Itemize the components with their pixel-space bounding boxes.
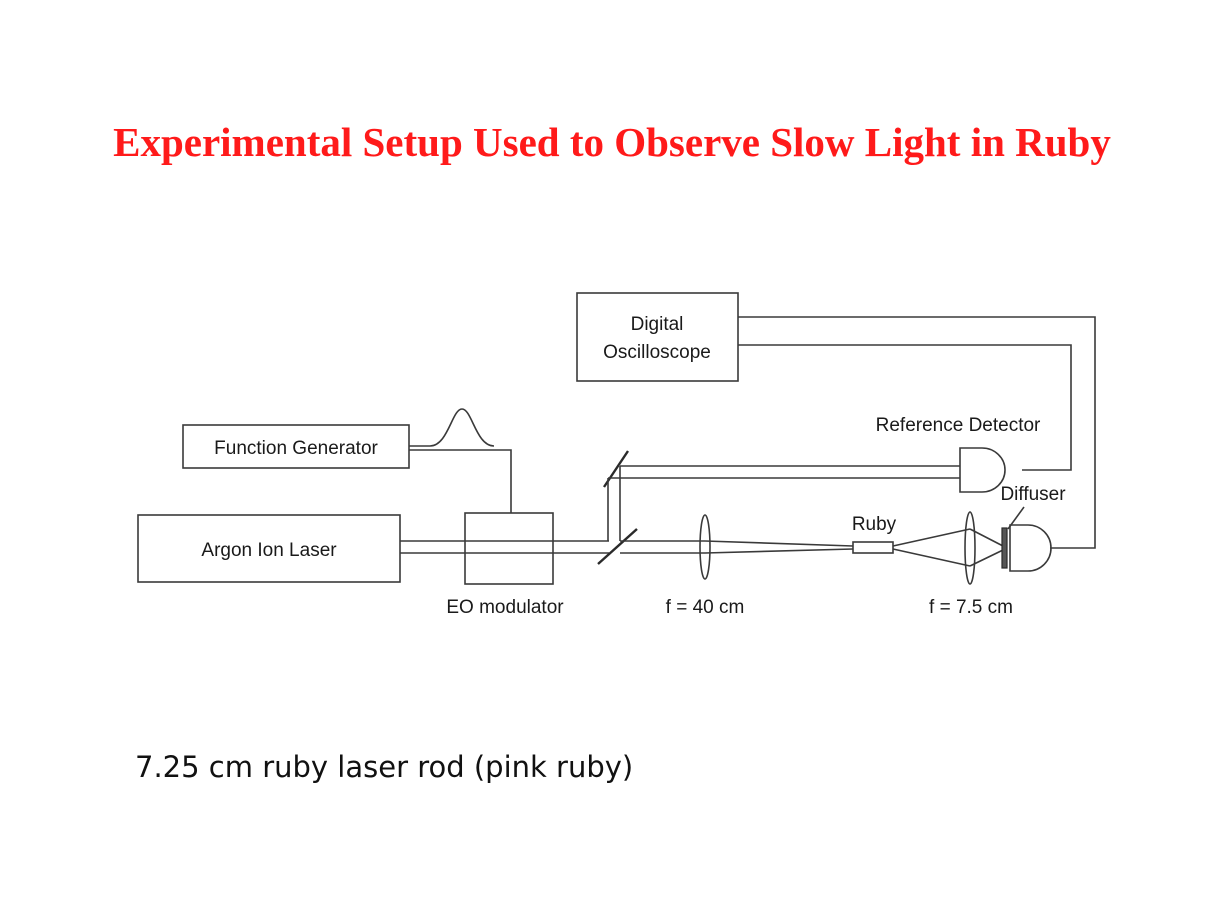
- beam-splitter: [597, 450, 960, 565]
- ruby-rod: [852, 541, 894, 554]
- lens-40cm-shape: [699, 514, 711, 580]
- oscilloscope-cables: [738, 316, 1096, 549]
- slide-title: Experimental Setup Used to Observe Slow …: [113, 119, 1111, 165]
- argon-laser-box: [137, 514, 401, 583]
- oscilloscope-label-line1: Digital: [631, 314, 684, 335]
- reference-detector-shape: [959, 447, 1006, 493]
- reference-detector-cable: [738, 344, 1072, 471]
- signal-detector-cable: [738, 316, 1096, 549]
- focused-beam: [704, 540, 854, 554]
- eo-modulator: EO modulator: [446, 512, 564, 618]
- diffuser-detector: Diffuser: [1000, 484, 1066, 572]
- modulator-cable: [409, 449, 512, 513]
- diffuser-label: Diffuser: [1000, 484, 1066, 505]
- argon-laser: Argon Ion Laser: [137, 514, 401, 583]
- signal-detector-shape: [1009, 524, 1052, 572]
- diverging-beam: [892, 528, 971, 567]
- argon-laser-label: Argon Ion Laser: [201, 540, 337, 561]
- ruby-label: Ruby: [852, 514, 897, 535]
- converging-beam: [969, 528, 1004, 567]
- eo-modulator-label: EO modulator: [446, 597, 564, 618]
- eo-modulator-box: [464, 512, 554, 585]
- function-generator-box: [182, 424, 410, 469]
- transmitted-beam: [620, 540, 705, 554]
- function-generator: Function Generator: [182, 408, 512, 513]
- lens-40cm-label: f = 40 cm: [666, 597, 745, 618]
- diffuser-plate: [1001, 527, 1008, 569]
- lens-7-5cm: f = 7.5 cm: [929, 511, 1013, 618]
- gaussian-pulse: [429, 408, 495, 447]
- lens-7-5cm-shape: [964, 511, 976, 585]
- function-generator-label: Function Generator: [214, 438, 378, 459]
- lens-7-5cm-label: f = 7.5 cm: [929, 597, 1013, 618]
- caption: 7.25 cm ruby laser rod (pink ruby): [135, 750, 634, 784]
- beam-splitter-plate: [597, 528, 638, 565]
- reference-detector: Reference Detector: [876, 415, 1041, 493]
- oscilloscope-box: [576, 292, 739, 382]
- lens-40cm: f = 40 cm: [666, 514, 745, 618]
- oscilloscope: Digital Oscilloscope: [576, 292, 739, 382]
- oscilloscope-label-line2: Oscilloscope: [603, 342, 711, 363]
- ruby-crystal: Ruby: [852, 514, 897, 554]
- reference-detector-label: Reference Detector: [876, 415, 1041, 436]
